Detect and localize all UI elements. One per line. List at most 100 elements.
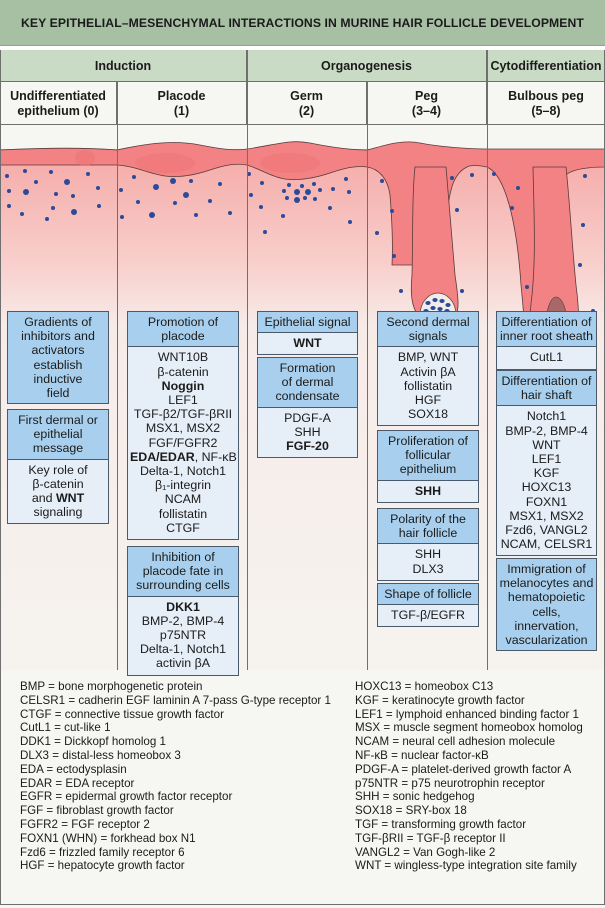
nucleus (218, 182, 222, 186)
box-body: SHH (378, 480, 478, 502)
nucleus (51, 206, 55, 210)
box-item: CutL1 (529, 350, 564, 365)
nucleus (525, 285, 529, 289)
box-item: Notch1 (526, 409, 567, 424)
box-header: Immigration of melanocytes and hematopoi… (497, 559, 596, 651)
nucleus (294, 189, 300, 195)
box-item: Key role of (28, 462, 88, 477)
box-header: Polarity of the hair follicle (378, 509, 478, 545)
box-item: BMP-2, BMP-4 (505, 423, 588, 438)
papilla-nucleus (425, 301, 431, 305)
nucleus (49, 170, 53, 174)
abbreviation-entry: CutL1 = cut-like 1 (20, 721, 111, 735)
nucleus (249, 193, 253, 197)
box-header: Gradients of inhibitors and activators e… (8, 312, 108, 404)
nucleus (23, 189, 29, 195)
box-item: follistatin (403, 378, 453, 393)
nucleus (312, 182, 316, 186)
box-inhibition-of-placode: Inhibition of placode fate in surroundin… (127, 546, 239, 676)
box-header: Shape of follicle (378, 584, 478, 606)
nucleus (96, 186, 100, 190)
box-header: Differentiation of inner root sheath (497, 312, 596, 348)
box-item: WNT (532, 437, 561, 452)
box-proliferation: Proliferation of follicular epithelium S… (377, 430, 479, 503)
box-item: FGF/FGFR2 (148, 435, 218, 450)
box-item: LEF1 (168, 393, 198, 408)
nucleus (132, 175, 136, 179)
box-item: BMP, WNT (397, 350, 459, 365)
box-item: WNT10B (157, 350, 209, 365)
box-item: MSX1, MSX2 (509, 508, 584, 523)
abbreviation-entry: FOXN1 (WHN) = forkhead box N1 (20, 831, 196, 845)
box-header: Epithelial signal (258, 312, 357, 334)
nucleus (300, 184, 304, 188)
abbreviation-entry: p75NTR = p75 neurotrophin receptor (355, 776, 545, 790)
box-item: DLX3 (412, 561, 444, 576)
figure-title: KEY EPITHELIAL–MESENCHYMAL INTERACTIONS … (0, 0, 605, 46)
box-header: Second dermal signals (378, 312, 478, 348)
nucleus (45, 217, 49, 221)
phase-organogenesis: Organogenesis (247, 50, 487, 82)
nucleus (97, 204, 101, 208)
box-item: SOX18 (408, 407, 448, 422)
stage-row: Undifferentiated epithelium (0) Placode … (0, 82, 605, 125)
box-item: PDGF-A (284, 410, 331, 425)
box-item: KGF (533, 466, 560, 481)
column-divider (367, 82, 368, 670)
abbreviation-entry: BMP = bone morphogenetic protein (20, 680, 203, 693)
nucleus (450, 176, 454, 180)
abbreviation-entry: TGF-βRII = TGF-β receptor II (355, 831, 506, 845)
abbreviation-entry: LEF1 = lymphoid enhanced binding factor … (355, 707, 579, 721)
abbreviation-entry: FGF = fibroblast growth factor (20, 804, 174, 818)
box-item: SHH (414, 483, 442, 498)
nucleus (460, 289, 464, 293)
stage-undifferentiated: Undifferentiated epithelium (0) (0, 82, 117, 125)
abbreviation-entry: SHH = sonic hedgehog (355, 790, 475, 804)
box-item: FGF-20 (286, 439, 329, 454)
abbreviation-entry: WNT = wingless-type integration site fam… (355, 859, 577, 873)
abbreviation-entry: TGF = transforming growth factor (355, 817, 527, 831)
nucleus (287, 183, 291, 187)
abbreviation-entry: NCAM = neural cell adhesion molecule (355, 735, 556, 749)
nucleus (375, 231, 379, 235)
abbreviation-entry: CTGF = connective tissue growth factor (20, 707, 224, 721)
nucleus (153, 184, 159, 190)
nucleus (194, 213, 198, 217)
nucleus (510, 206, 514, 210)
box-body: WNT (258, 333, 357, 355)
title-gap (0, 46, 605, 50)
box-item: β₁-integrin (154, 478, 212, 493)
box-header: Inhibition of placode fate in surroundin… (128, 547, 238, 597)
box-item: FOXN1 (525, 494, 568, 509)
abbreviation-entry: DLX3 = distal-less homeobox 3 (20, 748, 181, 762)
nucleus (294, 197, 300, 203)
nucleus (71, 209, 77, 215)
nucleus (281, 214, 285, 218)
box-item: Activin βA (400, 364, 456, 379)
nucleus (344, 177, 348, 181)
papilla-nucleus (445, 303, 451, 307)
abbreviation-entry: MSX = muscle segment homeobox homolog (355, 721, 583, 735)
box-item: DKK1 (166, 599, 200, 614)
nucleus (259, 205, 263, 209)
nucleus (7, 204, 11, 208)
box-item: β-catenin (32, 476, 84, 491)
abbreviation-entry: HGF = hepatocyte growth factor (20, 859, 185, 873)
nucleus (390, 209, 394, 213)
nucleus (581, 223, 585, 227)
abbreviation-entry: KGF = keratinocyte growth factor (355, 693, 525, 707)
abbreviation-entry: SOX18 = SRY-box 18 (355, 804, 467, 818)
box-item: EDA/EDAR, NF-κB (130, 449, 237, 464)
nucleus (455, 208, 459, 212)
box-item: Delta-1, Notch1 (139, 642, 227, 657)
nucleus (208, 199, 212, 203)
nucleus (149, 212, 155, 218)
box-item: SHH (414, 547, 442, 562)
papilla-nucleus (430, 306, 436, 310)
box-item: p75NTR (159, 628, 207, 643)
nucleus (492, 172, 496, 176)
